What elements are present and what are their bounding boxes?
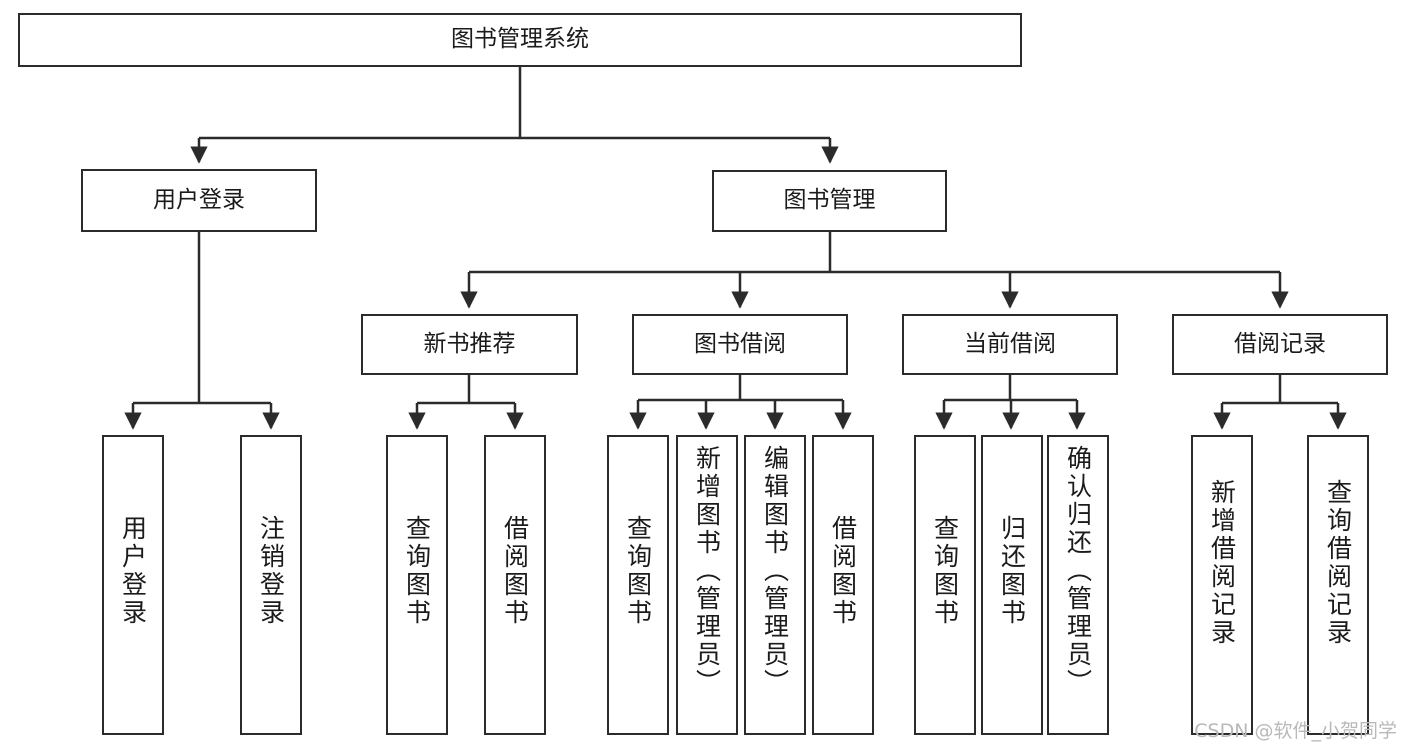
- node-leaf-borrow-book-borrow[interactable]: 借阅图书: [812, 435, 874, 735]
- node-label: 图书借阅: [694, 330, 786, 357]
- node-leaf-query-book-current[interactable]: 查询图书: [914, 435, 976, 735]
- node-root-book-management-system[interactable]: 图书管理系统: [18, 13, 1022, 67]
- node-label: 新增图书（管理员）: [692, 445, 722, 697]
- node-label: 借阅图书: [500, 515, 530, 627]
- node-book-borrow[interactable]: 图书借阅: [632, 314, 848, 375]
- node-leaf-query-book-recommend[interactable]: 查询图书: [386, 435, 448, 735]
- node-borrow-record[interactable]: 借阅记录: [1172, 314, 1388, 375]
- node-label: 确认归还（管理员）: [1063, 445, 1093, 697]
- node-label: 图书管理: [783, 187, 876, 214]
- node-label: 编辑图书（管理员）: [760, 445, 790, 697]
- node-leaf-edit-book[interactable]: 编辑图书（管理员）: [744, 435, 806, 735]
- node-label: 查询图书: [402, 515, 432, 627]
- node-label: 新书推荐: [423, 330, 516, 357]
- node-label: 新增借阅记录: [1207, 479, 1237, 647]
- node-leaf-user-login[interactable]: 用户登录: [102, 435, 164, 735]
- node-leaf-borrow-book-recommend[interactable]: 借阅图书: [484, 435, 546, 735]
- node-leaf-add-borrow-record[interactable]: 新增借阅记录: [1191, 435, 1253, 735]
- node-label: 查询借阅记录: [1323, 479, 1353, 647]
- node-leaf-add-book[interactable]: 新增图书（管理员）: [676, 435, 738, 735]
- node-book-management[interactable]: 图书管理: [712, 170, 947, 232]
- node-label: 归还图书: [997, 515, 1027, 627]
- node-current-borrow[interactable]: 当前借阅: [902, 314, 1118, 375]
- node-leaf-return-book[interactable]: 归还图书: [981, 435, 1043, 735]
- node-leaf-query-book-borrow[interactable]: 查询图书: [607, 435, 669, 735]
- node-label: 查询图书: [623, 515, 653, 627]
- node-label: 借阅图书: [828, 515, 858, 627]
- node-label: 查询图书: [930, 515, 960, 627]
- node-label: 注销登录: [256, 515, 286, 627]
- node-user-login[interactable]: 用户登录: [81, 169, 317, 232]
- node-label: 用户登录: [118, 515, 148, 627]
- node-label: 当前借阅: [964, 330, 1056, 357]
- node-label: 用户登录: [153, 186, 245, 213]
- node-new-book-recommend[interactable]: 新书推荐: [361, 314, 578, 375]
- node-label: 借阅记录: [1234, 330, 1326, 357]
- node-leaf-confirm-return[interactable]: 确认归还（管理员）: [1047, 435, 1109, 735]
- node-label: 图书管理系统: [451, 26, 589, 53]
- node-leaf-logout-login[interactable]: 注销登录: [240, 435, 302, 735]
- node-leaf-query-borrow-record[interactable]: 查询借阅记录: [1307, 435, 1369, 735]
